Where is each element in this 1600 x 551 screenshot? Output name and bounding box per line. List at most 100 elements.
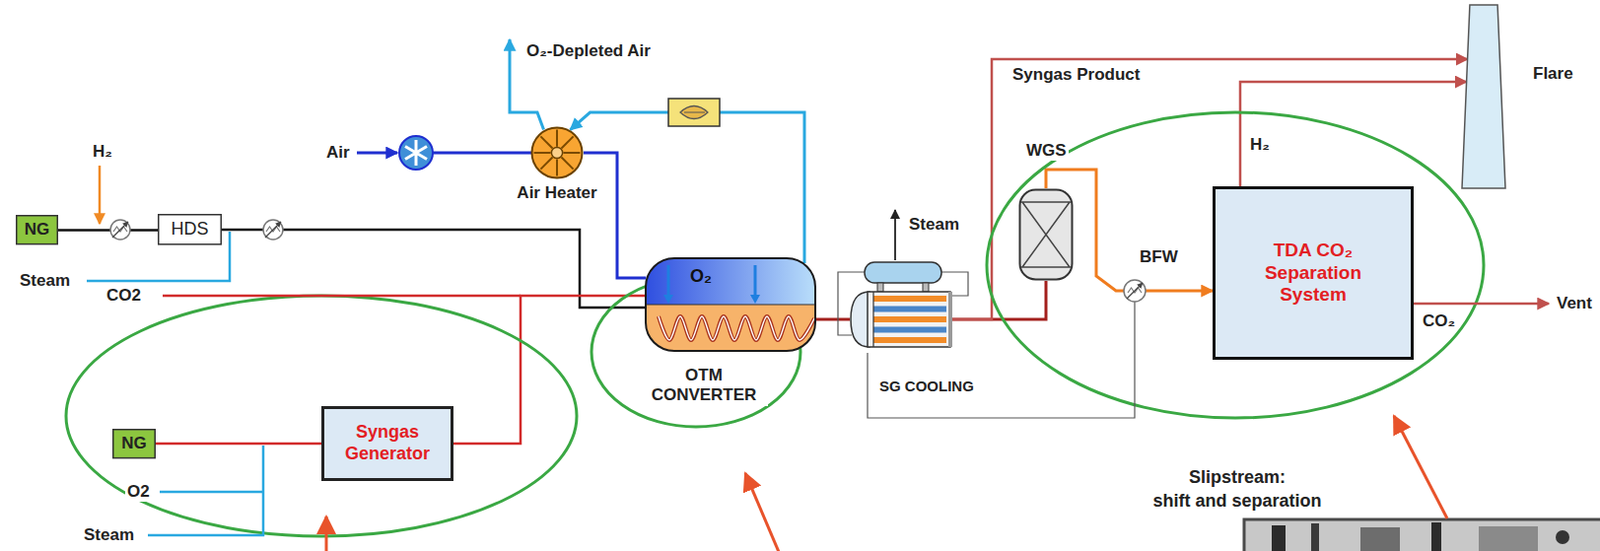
box-outline [158, 214, 222, 245]
flame-symbol [684, 112, 705, 114]
exchanger-tube [873, 327, 947, 334]
heater-spoke [556, 130, 558, 147]
oxygen-flux-arrow [667, 265, 671, 297]
node-shape [1461, 4, 1506, 189]
flame-symbol [680, 106, 708, 120]
flow-connector [155, 442, 322, 446]
text-slot: Syngas Generator [333, 421, 442, 465]
label-slot: Steam [906, 214, 962, 235]
label-slot: H₂ [90, 141, 115, 162]
stream-label: Air [324, 142, 352, 163]
heater-spoke [561, 157, 574, 170]
box-outline [323, 408, 453, 481]
riser-pipe [922, 282, 929, 292]
process-box: Syngas Generator [321, 406, 454, 482]
flow-connector [570, 112, 806, 264]
tube-sheet [872, 291, 874, 348]
heat-exchanger-symbol [110, 219, 131, 240]
stream-label: H₂ [90, 141, 115, 162]
text-slot: TDA CO₂ Separation System [1249, 239, 1378, 307]
flow-connector [58, 228, 158, 232]
flare-stack: Flare [1461, 4, 1506, 189]
exchanger-head [850, 291, 870, 348]
callout-arrow [1393, 416, 1448, 519]
photo-detail [1271, 525, 1286, 551]
exchanger-tube [873, 295, 947, 302]
text-slot: SG COOLING [877, 377, 996, 396]
text-slot: NG [24, 219, 51, 240]
box-outline [1214, 188, 1413, 359]
node-shape [530, 126, 584, 180]
reactor-coil [658, 316, 815, 341]
exchanger-end [948, 291, 953, 348]
label-slot: Slipstream: [1133, 467, 1341, 489]
heat-exchanger-arrow [1126, 282, 1143, 299]
text-slot: Air Heater [507, 183, 607, 204]
node-shape [849, 261, 955, 352]
heater-spoke [534, 151, 552, 154]
reactor-vessel [1020, 190, 1073, 280]
stream-label: Vent [1554, 293, 1595, 314]
heat-exchanger-symbol [1123, 279, 1146, 302]
text-slot: HDS [170, 218, 209, 241]
text-slot: O₂ [690, 266, 730, 288]
heat-exchanger-symbol [110, 219, 131, 240]
label-slot: Steam [17, 271, 72, 291]
co2-line [162, 294, 521, 298]
air-heater: Air Heater [530, 126, 584, 180]
steam-export-arrow [894, 209, 897, 261]
edge-label-slot: H₂ [1248, 135, 1272, 155]
node-caption: O₂ [690, 266, 712, 288]
label-slot: O₂-Depleted Air [524, 41, 653, 62]
node-label: NG [121, 433, 147, 454]
node-shape [1018, 188, 1074, 281]
flow-connector [816, 318, 850, 322]
photo-detail [1311, 523, 1320, 551]
flow-connector [583, 152, 646, 279]
heater-body [532, 128, 583, 179]
stream-label: BFW [1137, 247, 1181, 268]
node-label: NG [24, 219, 51, 240]
stream-label: Steam [81, 525, 137, 546]
callout-arrow [745, 473, 779, 551]
node-caption: Flare [1530, 64, 1576, 84]
edge-label-slot: Syngas Product [1010, 65, 1142, 85]
sg-cooler: SG COOLING [849, 261, 955, 352]
stream-label: CO2 [104, 285, 143, 306]
node-label: HDS [170, 218, 209, 241]
oxygen-flux-arrow [754, 265, 758, 297]
catalyst-bed [1020, 202, 1072, 268]
feed-box: NG [15, 214, 59, 245]
label-slot: CO₂ [1420, 311, 1458, 332]
label-slot: Air [324, 142, 352, 163]
node-caption: SG COOLING [877, 377, 976, 396]
air-blower-symbol [399, 136, 433, 170]
text-slot: Flare [1530, 64, 1591, 84]
exchanger-tube [873, 316, 947, 323]
label-slot: O2 [125, 482, 152, 502]
exchanger-tube [873, 337, 947, 344]
heater-spoke [540, 136, 553, 148]
oxygen-flux-arrow [663, 294, 674, 304]
photo-detail [1360, 527, 1400, 551]
membrane-top [645, 258, 816, 305]
node-caption: OTM CONVERTER [639, 365, 768, 407]
exchanger-shell [867, 291, 951, 348]
bfw-line [867, 301, 1135, 418]
heat-exchanger-arrow [112, 221, 129, 238]
exchanger-tube [873, 306, 947, 313]
label-slot: CO2 [104, 285, 143, 306]
label-slot: Vent [1554, 293, 1595, 314]
node-label: TDA CO₂ Separation System [1249, 239, 1378, 307]
text-slot: OTM CONVERTER [639, 365, 768, 407]
group-ellipse [986, 112, 1484, 418]
box-outline [16, 215, 59, 245]
feed-box: NG [112, 428, 156, 459]
heat-exchanger-symbol [263, 219, 283, 240]
heat-exchanger-symbol [1123, 279, 1146, 302]
hydrogen-feed-arrow [98, 165, 102, 224]
vent-arrow [1413, 302, 1549, 306]
heater-spoke [562, 151, 580, 154]
node-shape [644, 257, 817, 352]
